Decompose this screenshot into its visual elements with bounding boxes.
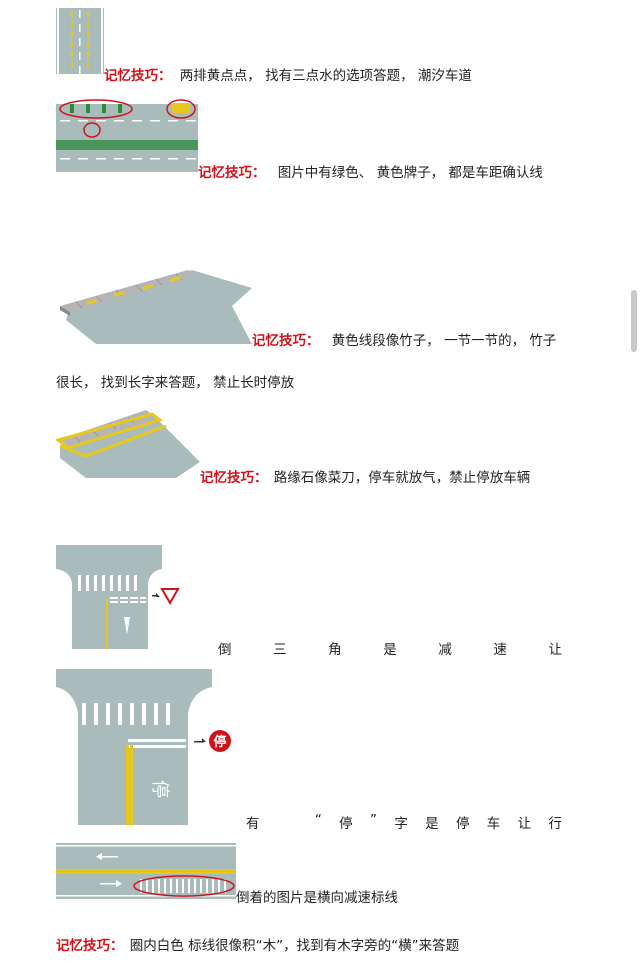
tip-label: 记忆技巧： — [56, 938, 124, 954]
caption-char: 行 — [548, 816, 562, 832]
tip-line-8: 记忆技巧： 圈内白色 标线很像积“木”，找到有木字旁的“横”来答题 — [56, 934, 459, 954]
tip-text: 圈内白色 标线很像积“木”，找到有木字旁的“横”来答题 — [129, 938, 460, 954]
caption-char: 倒 — [218, 642, 232, 658]
caption-char: 让 — [517, 816, 532, 832]
caption-yield: 倒 三 角 是 减 速 让 — [218, 638, 562, 658]
tip-text: 路缘石像菜刀，停车就放气，禁止停放车辆 — [273, 470, 531, 486]
stop-sign-char: 停 — [213, 735, 227, 750]
caption-char: 减 — [438, 642, 452, 658]
tip-label: 记忆技巧： — [200, 470, 268, 486]
tip-text: 两排黄点点， 找有三点水的选项答题， 潮汐车道 — [179, 68, 472, 84]
caption-char: 字 — [394, 816, 408, 832]
scrollbar-thumb[interactable] — [631, 290, 637, 352]
caption-deceleration: 倒着的图片是横向减速标线 — [236, 890, 398, 906]
caption-char: 让 — [548, 642, 562, 658]
distance-line-image — [56, 96, 198, 172]
no-parking-curb-image — [56, 406, 200, 478]
caption-char: 是 — [425, 816, 439, 832]
tip-line-1: 记忆技巧： 两排黄点点， 找有三点水的选项答题， 潮汐车道 — [104, 64, 472, 84]
tip-label: 记忆技巧： — [252, 333, 320, 349]
caption-char: “ — [314, 812, 322, 828]
caption-char: ” — [369, 812, 377, 828]
caption-char: 停 — [455, 816, 470, 832]
deceleration-marking-image — [56, 843, 236, 899]
yield-intersection-image — [56, 545, 180, 649]
caption-char: 三 — [273, 642, 287, 658]
tip-label: 记忆技巧： — [198, 165, 266, 181]
caption-char: 是 — [383, 642, 397, 658]
tip-line-4: 记忆技巧： 路缘石像菜刀，停车就放气，禁止停放车辆 — [200, 466, 530, 486]
tip-label: 记忆技巧： — [104, 68, 172, 84]
tidal-lane-image — [56, 8, 104, 74]
tip-text: 黄色线段像竹子， 一节一节的， 竹子 — [331, 333, 557, 349]
caption-char: 速 — [493, 642, 507, 658]
caption-char: 有 — [246, 816, 260, 832]
tip-line-2: 记忆技巧： 图片中有绿色、 黄色牌子， 都是车距确认线 — [198, 161, 543, 181]
road-stop-char: 停 — [149, 780, 170, 798]
tip-line-3a: 记忆技巧： 黄色线段像竹子， 一节一节的， 竹子 — [252, 329, 556, 349]
caption-char: 停 — [339, 816, 353, 832]
caption-char: 角 — [328, 642, 342, 658]
tip-text: 图片中有绿色、 黄色牌子， 都是车距确认线 — [277, 165, 543, 181]
caption-char: 车 — [486, 816, 501, 832]
stop-intersection-image — [56, 669, 236, 825]
tip-line-3b: 很长， 找到长字来答题， 禁止长时停放 — [56, 375, 295, 391]
caption-stop: 有 “ 停 ” 字 是 停 车 让 行 — [246, 812, 562, 832]
long-parking-curb-image — [56, 268, 252, 344]
